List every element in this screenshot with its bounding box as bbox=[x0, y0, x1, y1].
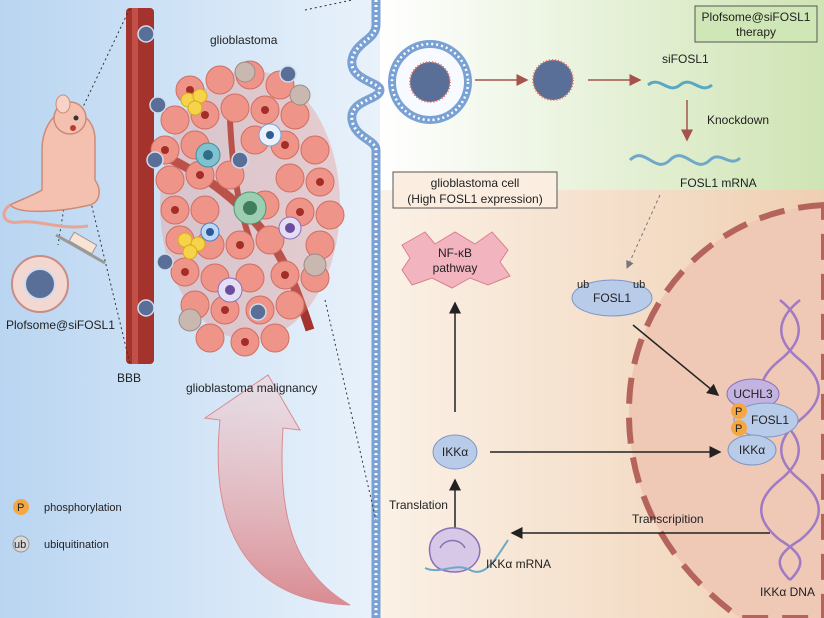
fosl1-cytoplasm bbox=[571, 279, 653, 317]
label-ikka-cytoplasm: IKKα bbox=[442, 445, 468, 459]
cell-label-box bbox=[392, 171, 558, 209]
legend: P phosphorylation ub ubiquitination bbox=[12, 499, 122, 553]
fosl1-nuclear bbox=[733, 402, 799, 438]
label-ikka-dna: IKKα DNA bbox=[760, 585, 815, 599]
label-ikka-mrna: IKKα mRNA bbox=[486, 557, 551, 571]
label-p-1: P bbox=[735, 406, 742, 418]
ubiquitination-symbol bbox=[12, 535, 30, 553]
nfkb-label-line1: NF-κB bbox=[438, 246, 472, 260]
nucleus bbox=[626, 201, 824, 618]
nanoparticle-in-vesicle bbox=[409, 61, 451, 103]
label-glioblastoma: glioblastoma bbox=[210, 33, 278, 47]
legend-ub-text: ubiquitination bbox=[44, 539, 109, 551]
ikka-dna-helix bbox=[760, 299, 820, 581]
phosphorylation-symbol bbox=[13, 499, 29, 515]
arrow-mrna-to-fosl1 bbox=[626, 194, 661, 269]
therapy-label-line1: Plofsome@siFOSL1 bbox=[702, 10, 811, 24]
phospho-site-1 bbox=[731, 403, 747, 419]
ikka-mrna-strand bbox=[424, 539, 509, 573]
label-bbb: BBB bbox=[117, 371, 141, 385]
therapy-box bbox=[694, 5, 818, 43]
nanoparticle-released bbox=[532, 59, 574, 101]
sifosl1-strand bbox=[647, 80, 713, 90]
malignancy-arrow bbox=[203, 374, 351, 606]
cell-label-line2: (High FOSL1 expression) bbox=[407, 192, 542, 206]
label-ikka-nuclear: IKKα bbox=[739, 443, 765, 457]
label-ub-left: ub bbox=[577, 279, 589, 291]
ribosome bbox=[428, 527, 481, 573]
ikka-nuclear bbox=[727, 434, 777, 466]
label-plofsome: Plofsome@siFOSL1 bbox=[6, 318, 115, 332]
label-p-2: P bbox=[735, 423, 742, 435]
label-fosl1-nuclear: FOSL1 bbox=[751, 413, 789, 427]
tumor-mass bbox=[150, 60, 345, 357]
mouse-illustration bbox=[2, 94, 100, 229]
label-uchl3: UCHL3 bbox=[733, 387, 773, 401]
label-knockdown: Knockdown bbox=[707, 113, 769, 127]
ikka-cytoplasm bbox=[432, 434, 478, 470]
legend-p-text: phosphorylation bbox=[44, 502, 122, 514]
label-sifosl1: siFOSL1 bbox=[662, 52, 709, 66]
label-fosl1-cytoplasm: FOSL1 bbox=[593, 291, 631, 305]
phospho-site-2 bbox=[731, 420, 747, 436]
label-fosl1-mrna: FOSL1 mRNA bbox=[680, 176, 757, 190]
fosl1-mrna-strand bbox=[628, 154, 742, 166]
arrow-fosl1-to-nucleus bbox=[632, 324, 720, 396]
label-translation: Translation bbox=[389, 498, 448, 512]
cell-label-line1: glioblastoma cell bbox=[431, 176, 520, 190]
legend-ub-symbol: ub bbox=[14, 539, 26, 551]
nfkb-label-line2: pathway bbox=[433, 261, 478, 275]
magnified-nanoparticle bbox=[11, 255, 69, 313]
label-transcription: Transcripition bbox=[632, 512, 704, 526]
label-glioblastoma-malignancy: glioblastoma malignancy bbox=[186, 381, 317, 395]
label-ub-right: ub bbox=[633, 279, 645, 291]
therapy-label-line2: therapy bbox=[736, 25, 776, 39]
syringe bbox=[55, 231, 106, 265]
nfkb-pathway-shape bbox=[401, 231, 511, 289]
legend-p-symbol: P bbox=[17, 502, 24, 514]
